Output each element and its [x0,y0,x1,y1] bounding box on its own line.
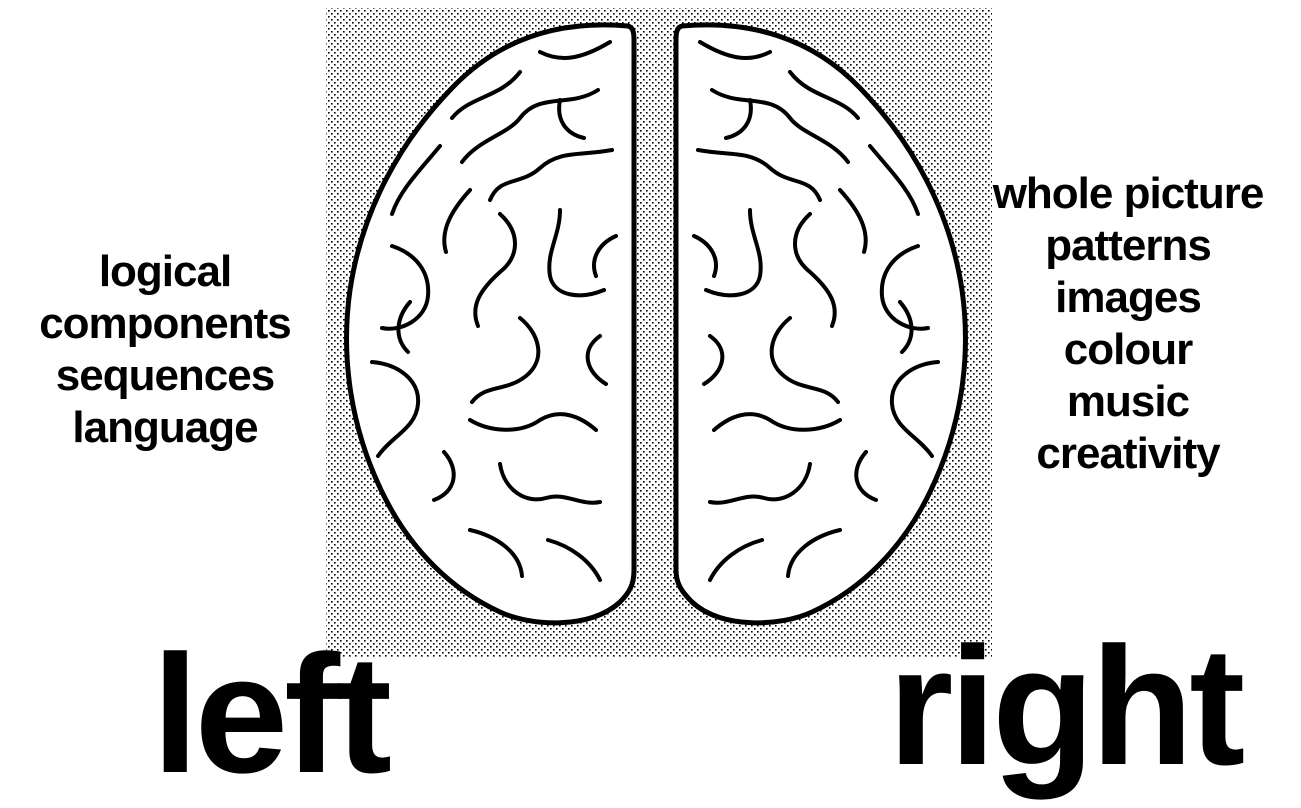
right-trait-colour: colour [968,324,1288,376]
left-trait-language: language [20,402,310,454]
left-trait-logical: logical [20,246,310,298]
right-heading: right [888,622,1241,790]
left-traits-list: logical components sequences language [20,246,310,454]
right-traits-list: whole picture patterns images colour mus… [968,168,1288,480]
brain-hemispheres-diagram: logical components sequences language wh… [0,0,1301,777]
right-trait-whole-picture: whole picture [968,168,1288,220]
right-trait-creativity: creativity [968,428,1288,480]
left-trait-sequences: sequences [20,350,310,402]
right-trait-patterns: patterns [968,220,1288,272]
left-trait-components: components [20,298,310,350]
left-heading: left [152,630,388,798]
right-trait-music: music [968,376,1288,428]
right-trait-images: images [968,272,1288,324]
